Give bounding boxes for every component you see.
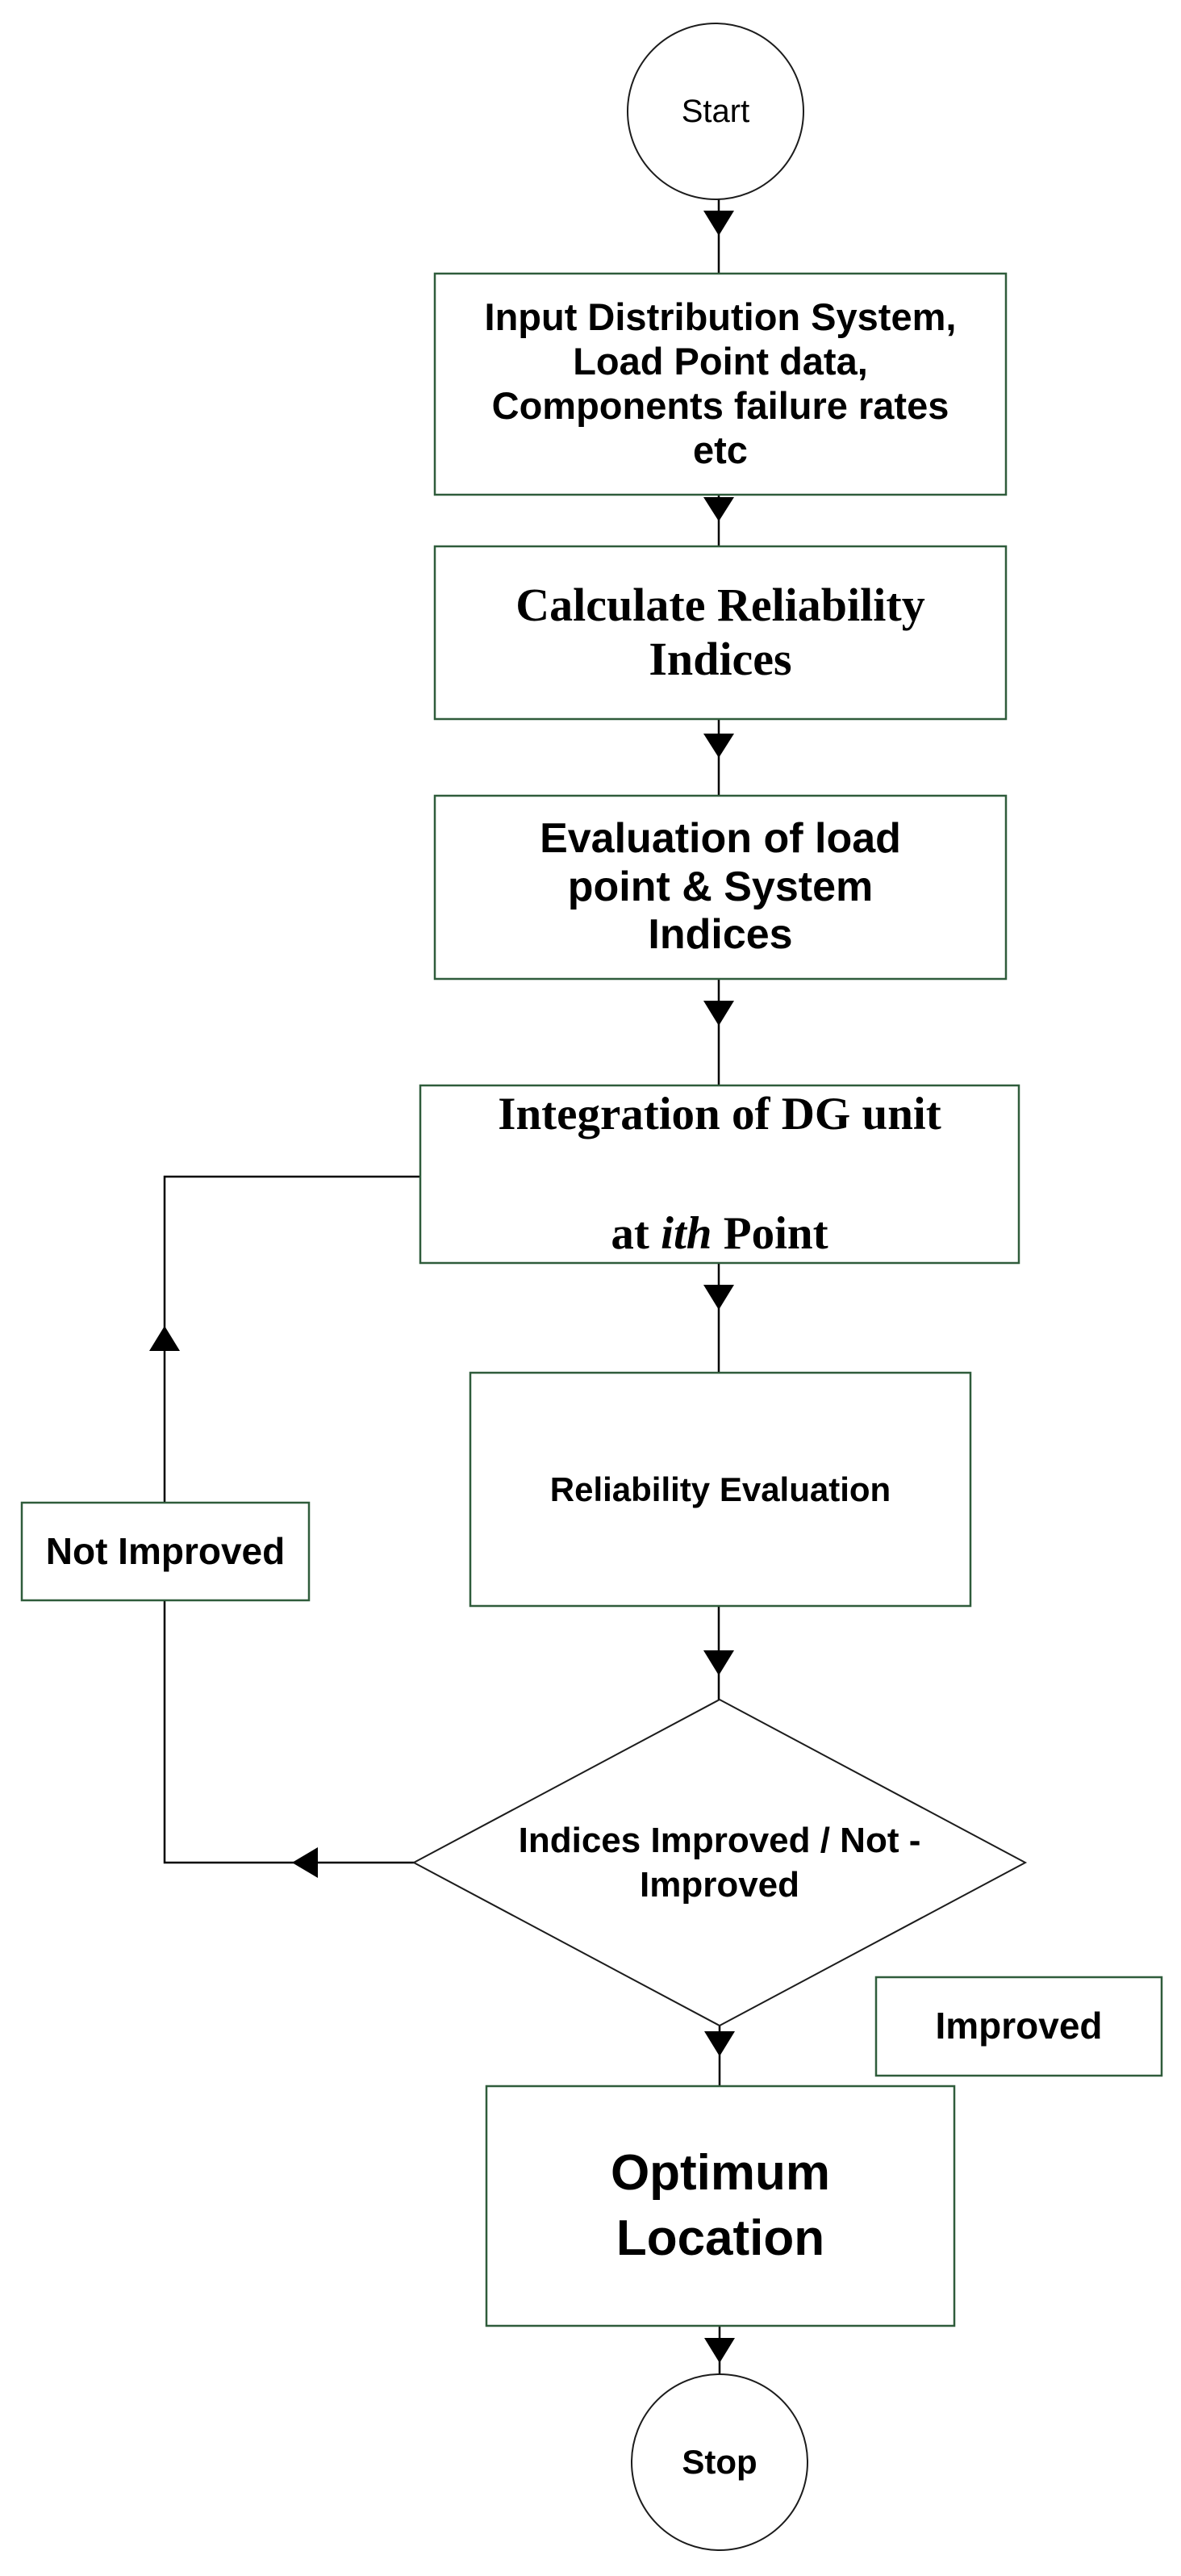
integration-label-line2: at ith Point	[498, 1204, 941, 1264]
stop-terminator-circle	[631, 2373, 808, 2551]
arrowhead-down-icon	[704, 2031, 735, 2056]
integration-line2-italic: ith	[661, 1208, 712, 1260]
not-improved-label: Not Improved	[45, 1529, 286, 1572]
arrowhead-down-icon	[703, 1001, 734, 1026]
integration-label-lines: Integration of DG unit at ith Point	[498, 1025, 941, 1324]
input-process-box	[433, 272, 1008, 496]
integration-label: Integration of DG unit at ith Point	[420, 1085, 1019, 1263]
improved-label-box	[874, 1976, 1163, 2077]
not-improved-label-box	[20, 1501, 311, 1602]
decision-diamond	[411, 1698, 1028, 2027]
integration-line2-suffix: Point	[712, 1208, 828, 1260]
arrowhead-down-icon	[704, 2338, 735, 2363]
start-terminator-circle	[627, 23, 804, 200]
arrowhead-down-icon	[703, 734, 734, 758]
arrowhead-down-icon	[703, 1285, 734, 1310]
arrowhead-down-icon	[703, 497, 734, 521]
arrowhead-down-icon	[703, 1650, 734, 1675]
optimum-label: Optimum Location	[610, 2144, 831, 2266]
reliability-process-box	[469, 1371, 972, 1608]
evaluation-label: Evaluation of load point & System Indice…	[540, 814, 901, 959]
integration-line2-prefix: at	[611, 1208, 661, 1260]
evaluation-process-box	[433, 794, 1008, 981]
calculate-process-box	[433, 545, 1008, 721]
arrowhead-up-icon	[149, 1326, 180, 1351]
calculate-label: Calculate Reliability Indices	[515, 579, 925, 685]
arrowhead-left-icon	[292, 1847, 318, 1878]
integration-label-line1: Integration of DG unit	[498, 1088, 941, 1140]
improved-label: Improved	[935, 2005, 1103, 2047]
reliability-label: Reliability Evaluation	[549, 1470, 891, 1508]
input-label: Input Distribution System, Load Point da…	[484, 295, 957, 471]
decision-label: Indices Improved / Not - Improved	[518, 1821, 921, 1905]
arrowhead-down-icon	[703, 211, 734, 236]
stop-label: Stop	[682, 2443, 757, 2482]
start-label: Start	[681, 93, 750, 129]
integration-process-box	[419, 1084, 1020, 1265]
optimum-process-box	[485, 2085, 956, 2327]
